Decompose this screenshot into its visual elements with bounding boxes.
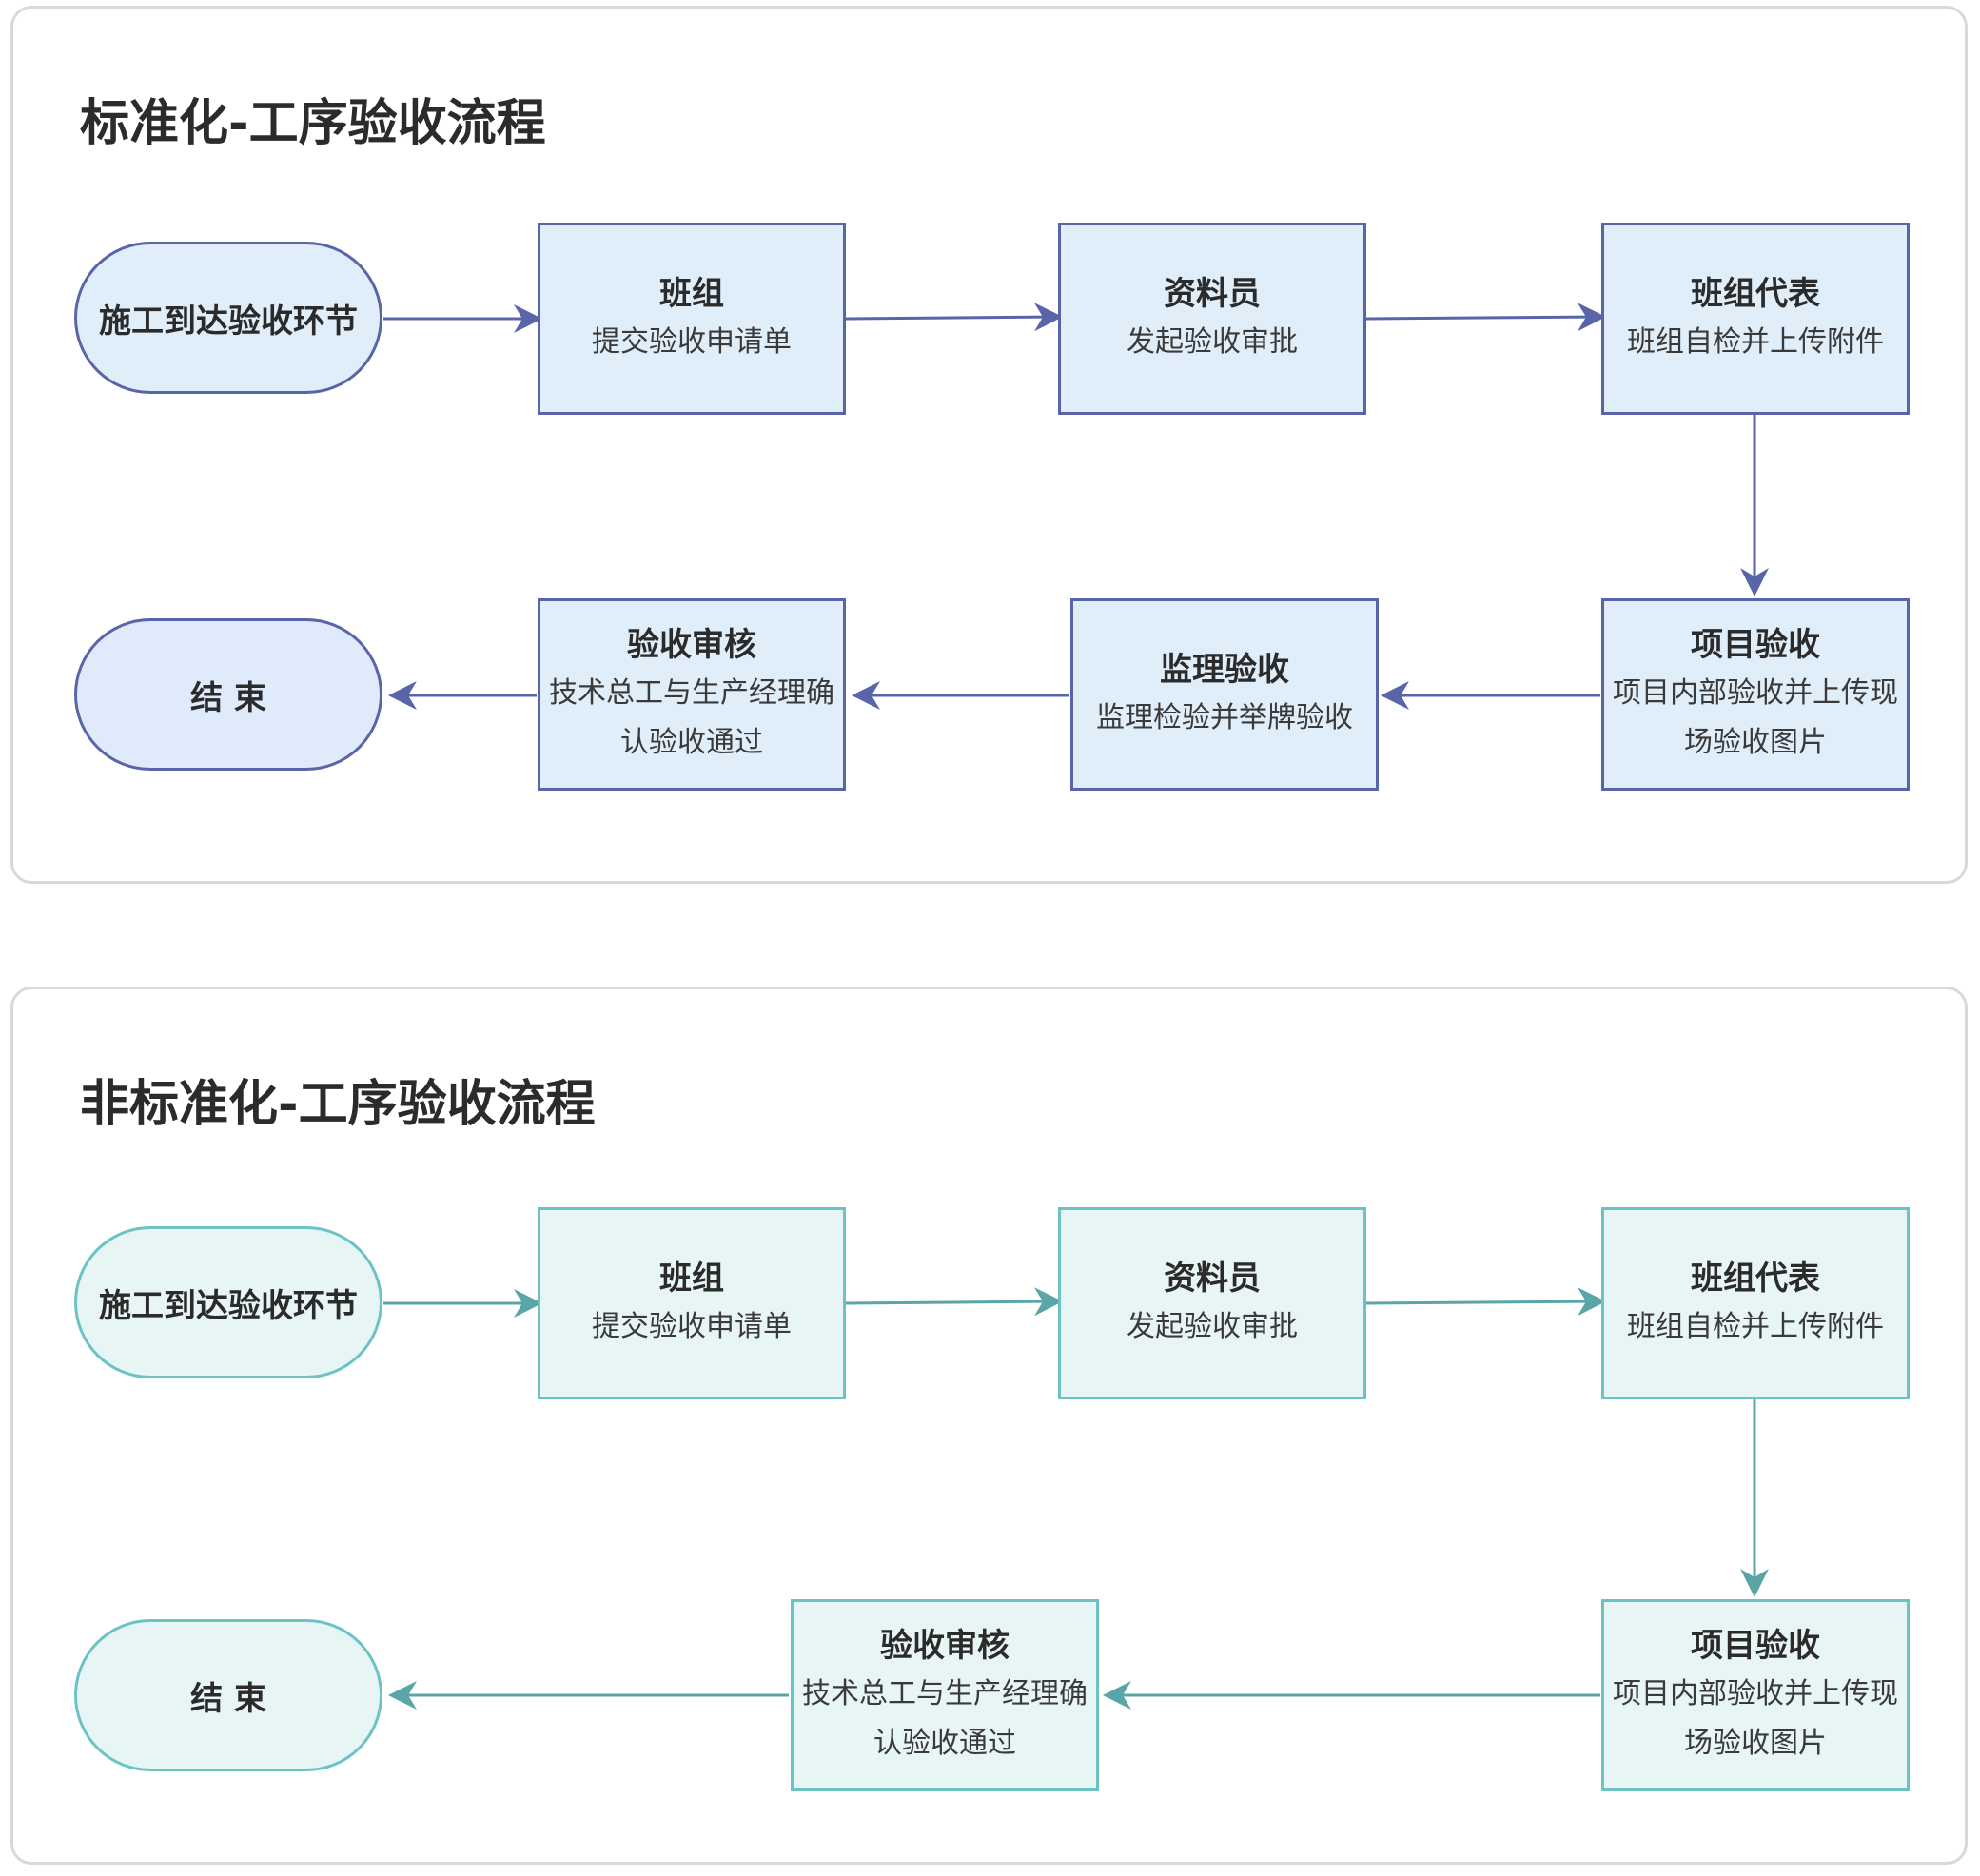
step-team-representative: 班组代表 班组自检并上传附件 — [1601, 1207, 1910, 1399]
standard-flow-panel: 标准化-工序验收流程 施工到达验收环节 班组 提交验收申请单 — [10, 6, 1968, 884]
step-title: 班组 — [659, 1260, 724, 1298]
arrow-step1-to-step2 — [845, 303, 1063, 332]
step-title: 验收审核 — [880, 1627, 1010, 1665]
flowchart: 施工到达验收环节 班组 提交验收申请单 资料员 发起验收审批 班组代表 班组自检… — [13, 9, 1970, 887]
step-desc: 项目内部验收并上传现场验收图片 — [1613, 1677, 1898, 1760]
end-node: 结 束 — [74, 618, 382, 771]
step-desc: 提交验收申请单 — [592, 1310, 792, 1343]
panel-title: 非标准化-工序验收流程 — [80, 1076, 596, 1133]
connector-arrows — [383, 1287, 1769, 1710]
start-label: 施工到达验收环节 — [99, 302, 358, 341]
step-title: 资料员 — [1164, 275, 1261, 313]
step-team-representative: 班组代表 班组自检并上传附件 — [1601, 223, 1910, 415]
end-label: 结 束 — [190, 678, 266, 717]
step-title: 项目验收 — [1691, 1627, 1820, 1665]
step-title: 资料员 — [1164, 1260, 1261, 1298]
flowchart: 施工到达验收环节 班组 提交验收申请单 资料员 发起验收审批 班组代表 班组自检… — [13, 989, 1970, 1867]
step-desc: 班组自检并上传附件 — [1627, 325, 1884, 359]
nonstandard-flow-panel: 非标准化-工序验收流程 施工到达验收环节 班组 提交验收申请单 — [10, 987, 1968, 1865]
arrow-step1-to-step2 — [845, 1287, 1063, 1317]
step-desc: 技术总工与生产经理确认验收通过 — [802, 1677, 1088, 1760]
arrow-step2-to-step3 — [1365, 1287, 1606, 1317]
panel-title: 标准化-工序验收流程 — [80, 95, 546, 152]
step-desc: 技术总工与生产经理确认验收通过 — [549, 676, 834, 759]
step-desc: 提交验收申请单 — [592, 325, 792, 359]
step-desc: 班组自检并上传附件 — [1627, 1310, 1884, 1343]
step-document-clerk: 资料员 发起验收审批 — [1058, 1207, 1366, 1399]
start-label: 施工到达验收环节 — [99, 1286, 358, 1325]
step-title: 项目验收 — [1691, 626, 1820, 664]
step-team-submit: 班组 提交验收申请单 — [538, 1207, 846, 1399]
step-title: 班组 — [659, 275, 724, 313]
start-node: 施工到达验收环节 — [74, 1226, 382, 1378]
step-acceptance-review: 验收审核 技术总工与生产经理确认验收通过 — [791, 1599, 1099, 1791]
step-title: 监理验收 — [1160, 651, 1289, 689]
step-acceptance-review: 验收审核 技术总工与生产经理确认验收通过 — [538, 598, 846, 791]
step-team-submit: 班组 提交验收申请单 — [538, 223, 846, 415]
step-document-clerk: 资料员 发起验收审批 — [1058, 223, 1366, 415]
step-desc: 发起验收审批 — [1127, 325, 1298, 359]
connector-arrows — [383, 303, 1769, 710]
step-supervision-acceptance: 监理验收 监理检验并举牌验收 — [1070, 598, 1379, 791]
step-desc: 项目内部验收并上传现场验收图片 — [1613, 676, 1898, 759]
end-node: 结 束 — [74, 1619, 382, 1771]
step-desc: 监理检验并举牌验收 — [1096, 701, 1353, 734]
step-project-acceptance: 项目验收 项目内部验收并上传现场验收图片 — [1601, 1599, 1910, 1791]
end-label: 结 束 — [190, 1679, 266, 1718]
step-title: 班组代表 — [1691, 1260, 1820, 1298]
step-project-acceptance: 项目验收 项目内部验收并上传现场验收图片 — [1601, 598, 1910, 791]
step-title: 验收审核 — [627, 626, 756, 664]
start-node: 施工到达验收环节 — [74, 242, 382, 394]
step-desc: 发起验收审批 — [1127, 1310, 1298, 1343]
step-title: 班组代表 — [1691, 275, 1820, 313]
arrow-step2-to-step3 — [1365, 303, 1606, 332]
